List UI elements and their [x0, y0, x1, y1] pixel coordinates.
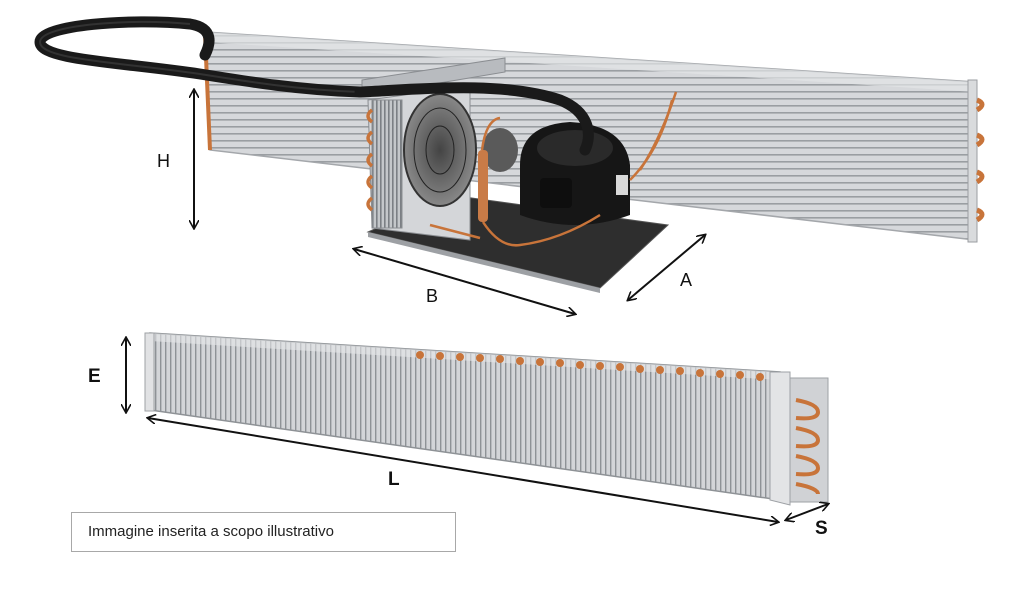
depth-arrow-s	[786, 504, 828, 520]
depth-arrow-a	[628, 235, 705, 300]
fan-guard-icon	[403, 93, 477, 207]
dimension-label-a: A	[680, 270, 693, 290]
caption-box: Immagine inserita a scopo illustrativo	[71, 512, 456, 552]
dimension-label-e: E	[88, 366, 101, 387]
width-arrow-b	[354, 249, 575, 314]
dimension-label-b: B	[426, 286, 439, 306]
condenser-return-bends	[975, 97, 985, 223]
evaporator-coil	[144, 332, 829, 506]
caption-text: Immagine inserita a scopo illustrativo	[88, 523, 334, 540]
dimension-label-h: H	[157, 151, 170, 171]
dimension-label-l: L	[388, 469, 400, 490]
dimension-label-s: S	[815, 518, 828, 539]
length-arrow-l	[148, 418, 778, 522]
evaporator-tube-ends	[416, 351, 764, 381]
compressor	[520, 122, 630, 225]
dimension-arrows	[126, 90, 828, 522]
